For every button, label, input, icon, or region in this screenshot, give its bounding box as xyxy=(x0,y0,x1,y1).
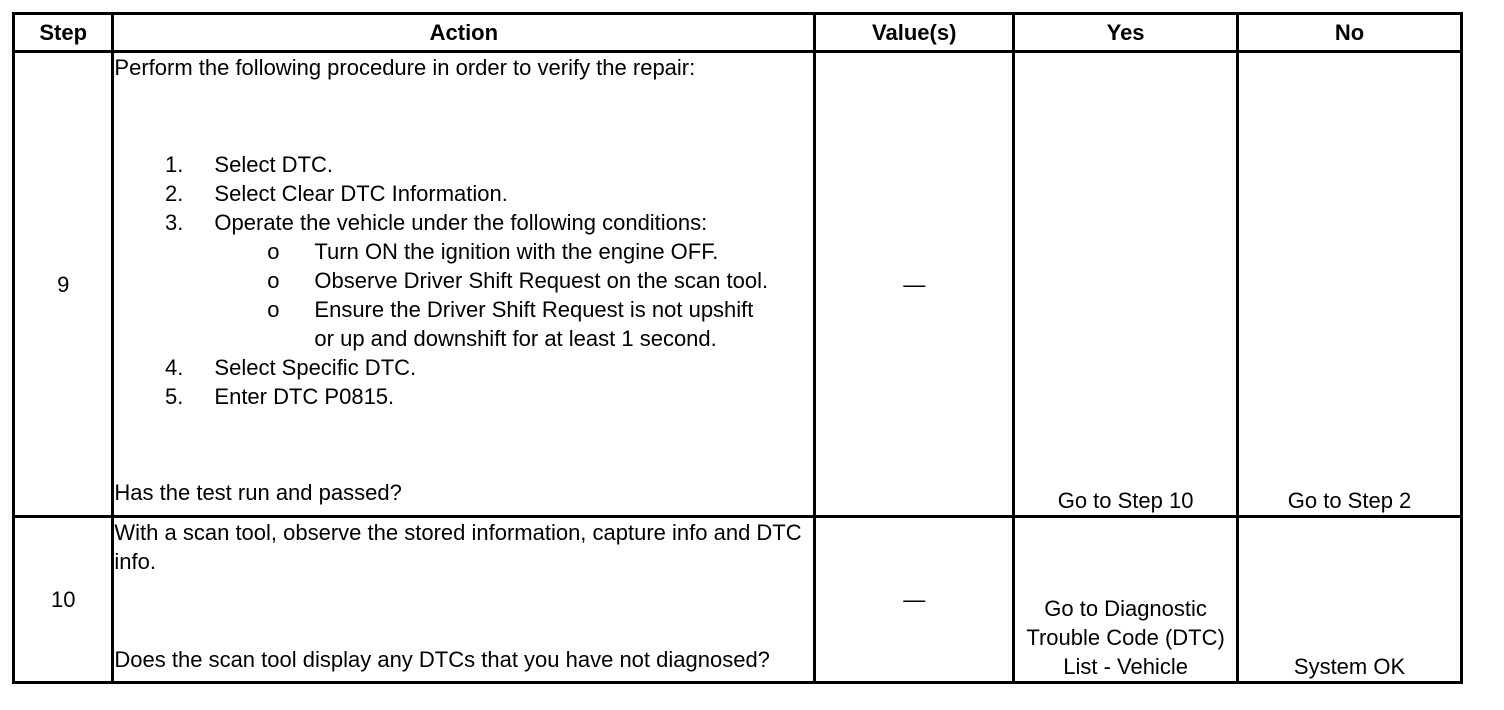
condition-text: Observe Driver Shift Request on the scan… xyxy=(314,267,769,293)
condition-text: Ensure the Driver Shift Request is not u… xyxy=(314,296,754,351)
header-action: Action xyxy=(111,12,817,53)
step-index: 5. xyxy=(165,383,184,409)
step-body: Operate the vehicle under the following … xyxy=(214,208,813,353)
condition-item: o Observe Driver Shift Request on the sc… xyxy=(214,266,813,295)
step-number: 9 xyxy=(11,50,115,518)
step-text: Enter DTC P0815. xyxy=(214,383,395,409)
procedure-step: 3. Operate the vehicle under the followi… xyxy=(114,208,813,353)
procedure-list: 1. Select DTC. 2. Select Clear DTC Infor… xyxy=(114,82,813,478)
procedure-step: 2. Select Clear DTC Information. xyxy=(114,179,813,208)
condition-text: Turn ON the ignition with the engine OFF… xyxy=(314,238,719,264)
action-cell: With a scan tool, observe the stored inf… xyxy=(111,515,817,684)
action-question: Does the scan tool display any DTCs that… xyxy=(114,647,770,672)
procedure-step: 4. Select Specific DTC. xyxy=(114,353,813,382)
step-text: Select DTC. xyxy=(214,151,333,177)
header-yes: Yes xyxy=(1012,12,1240,53)
step-index: 3. xyxy=(165,209,184,235)
action-cell: Perform the following procedure in order… xyxy=(111,50,817,518)
step-text: Select Clear DTC Information. xyxy=(214,180,508,206)
no-link[interactable]: Go to Step 2 xyxy=(1236,50,1463,518)
table-row: 10 With a scan tool, observe the stored … xyxy=(11,515,1463,684)
bullet-icon: o xyxy=(267,296,280,322)
condition-item: o Ensure the Driver Shift Request is not… xyxy=(214,295,813,353)
condition-list: o Turn ON the ignition with the engine O… xyxy=(214,237,813,353)
step-text: Select Specific DTC. xyxy=(214,354,417,380)
step-index: 2. xyxy=(165,180,184,206)
action-intro: With a scan tool, observe the stored inf… xyxy=(114,520,802,574)
procedure-step: 5. Enter DTC P0815. xyxy=(114,382,813,411)
condition-item: o Turn ON the ignition with the engine O… xyxy=(214,237,813,266)
header-values: Value(s) xyxy=(813,12,1016,53)
table-row: 9 Perform the following procedure in ord… xyxy=(11,50,1463,518)
header-step: Step xyxy=(11,12,115,53)
step-text: Operate the vehicle under the following … xyxy=(214,209,708,235)
bullet-icon: o xyxy=(267,238,280,264)
procedure-step: 1. Select DTC. xyxy=(114,150,813,179)
bullet-icon: o xyxy=(267,267,280,293)
action-intro: Perform the following procedure in order… xyxy=(114,55,696,80)
diagnostic-table: Step Action Value(s) Yes No 9 Perform th… xyxy=(11,12,1463,684)
value-cell: — xyxy=(813,515,1016,684)
yes-link[interactable]: Go to Diagnostic Trouble Code (DTC) List… xyxy=(1012,515,1240,684)
value-cell: — xyxy=(813,50,1016,518)
action-question: Has the test run and passed? xyxy=(114,480,402,505)
header-no: No xyxy=(1236,12,1463,53)
header-row: Step Action Value(s) Yes No xyxy=(11,12,1463,53)
step-number: 10 xyxy=(11,515,115,684)
yes-link[interactable]: Go to Step 10 xyxy=(1012,50,1240,518)
step-index: 4. xyxy=(165,354,184,380)
no-result: System OK xyxy=(1236,515,1463,684)
step-index: 1. xyxy=(165,151,184,177)
